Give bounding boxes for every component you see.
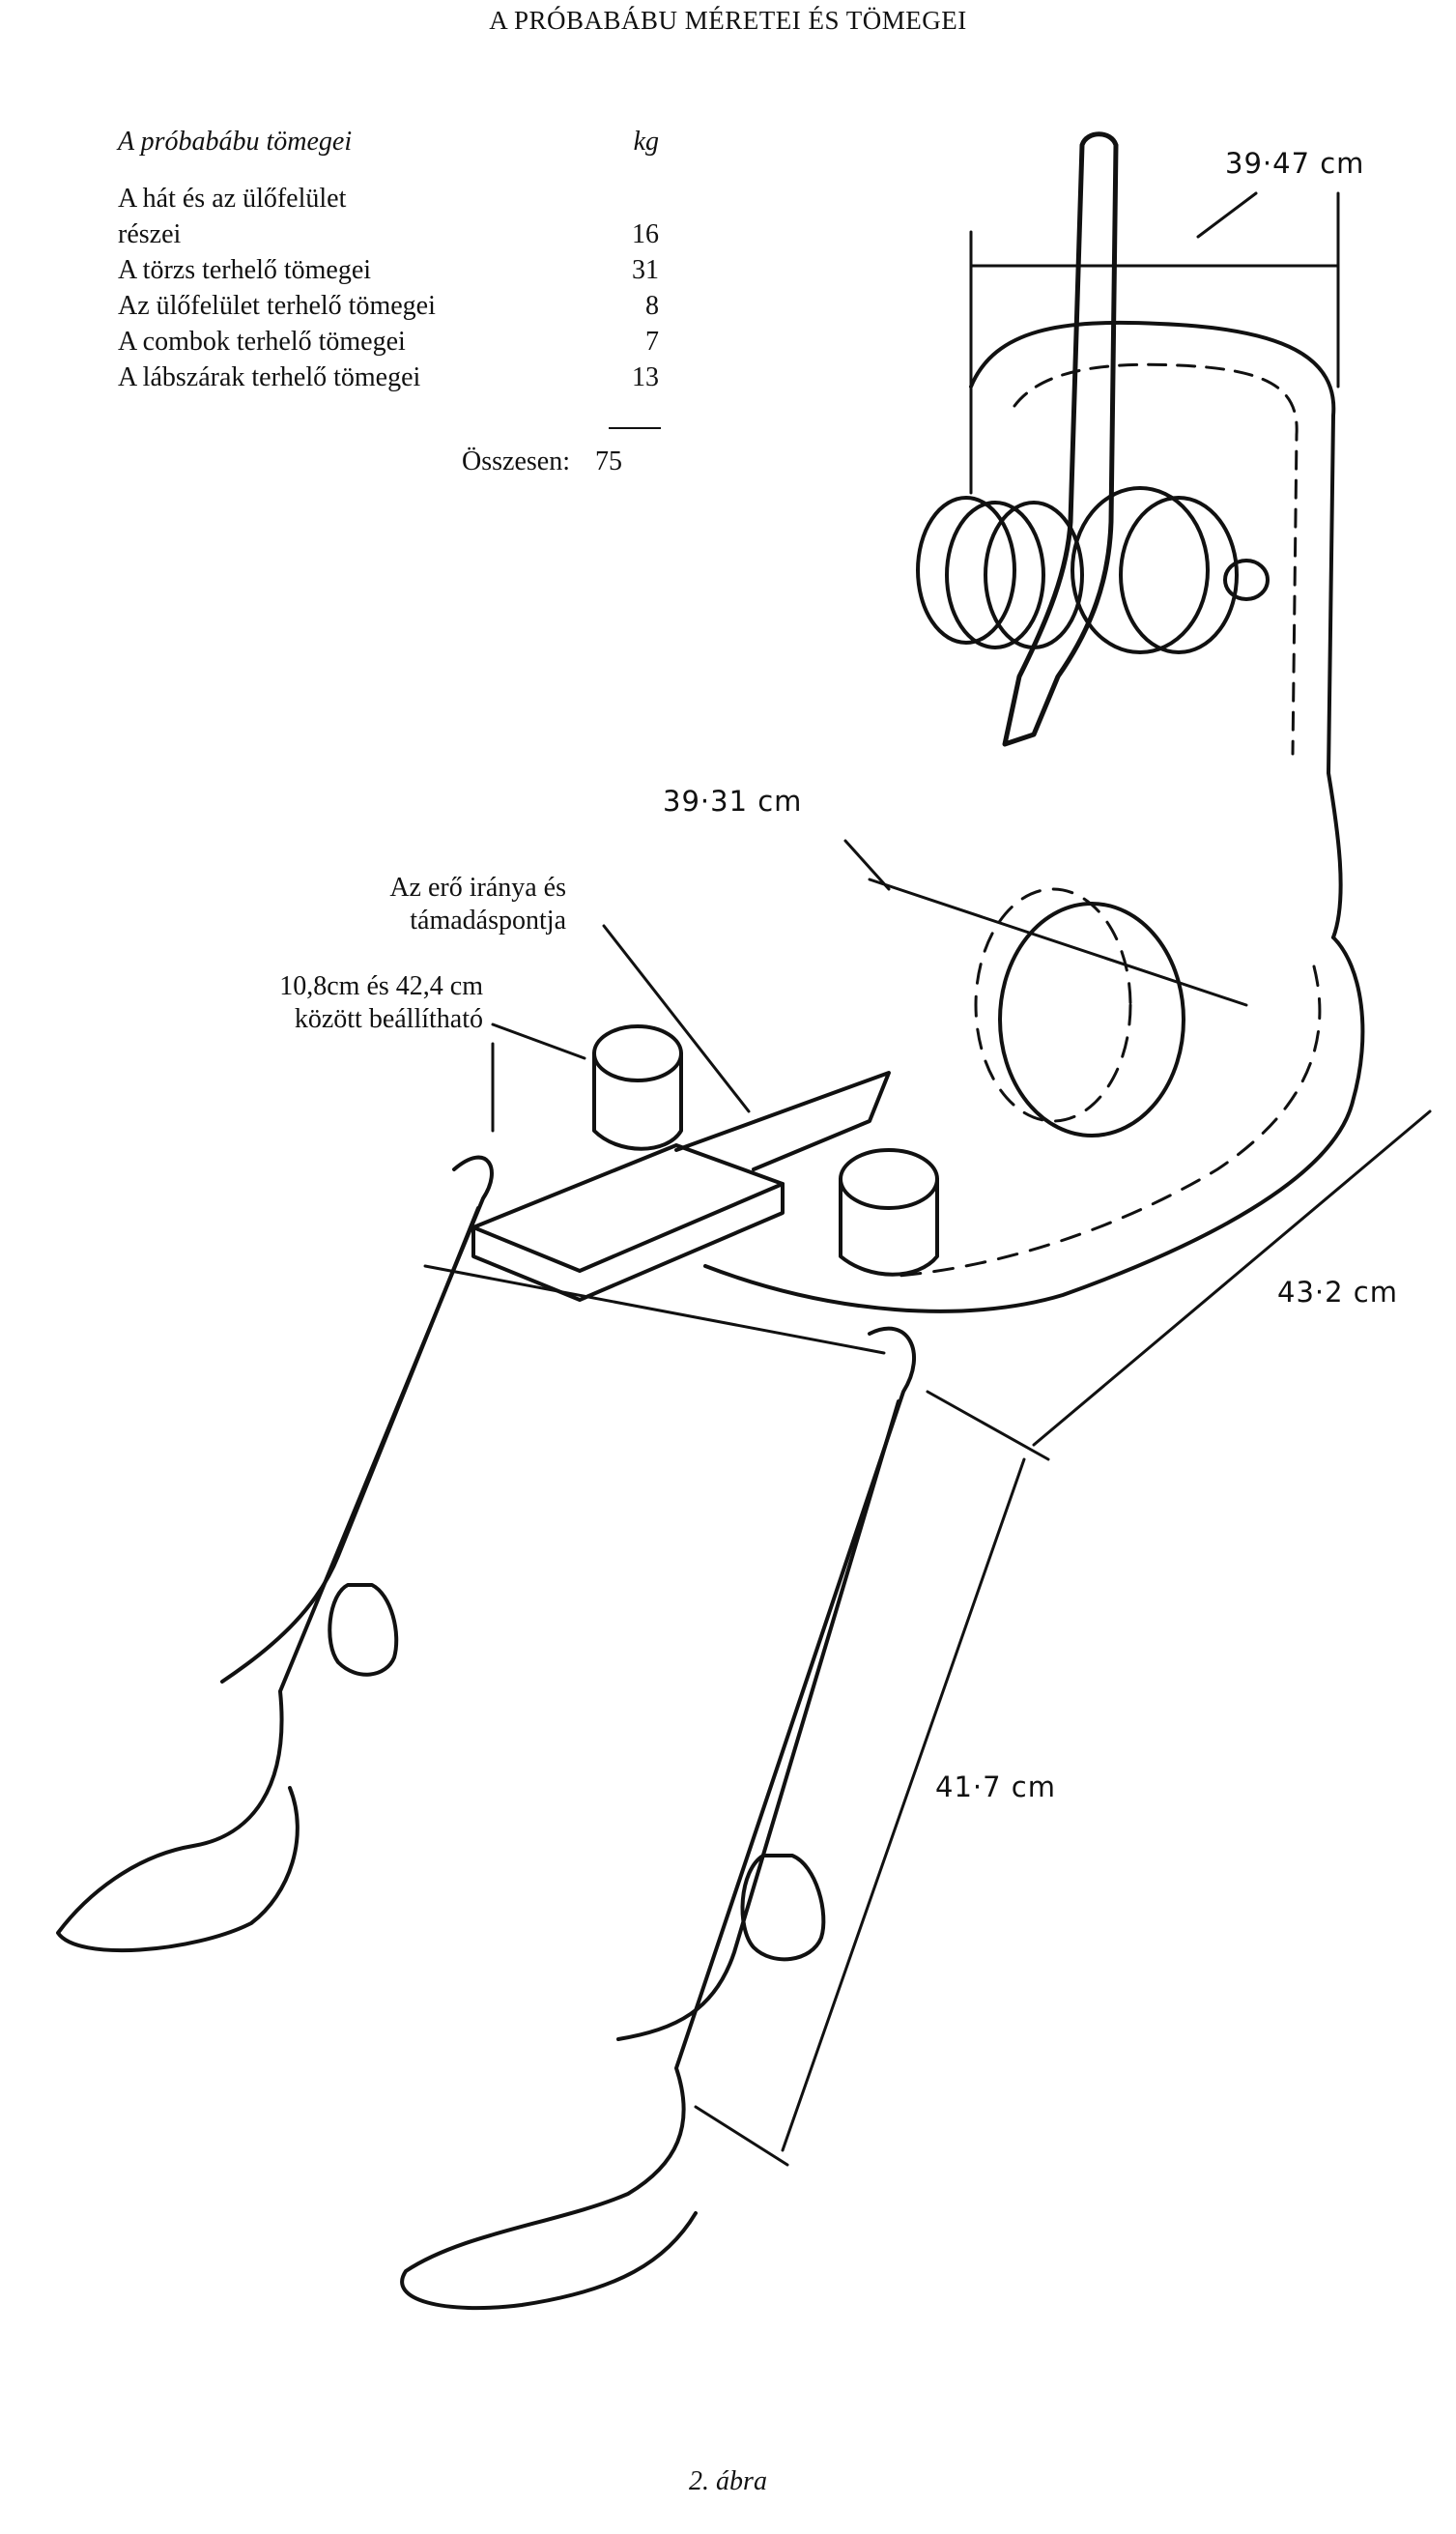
force-pointer [491,924,751,1133]
adjust-note-line2: között beállítható [294,1004,483,1034]
force-note: Az erő iránya és támadáspontja [348,872,566,937]
total-value: 75 [594,446,622,476]
dim-back-width: 39·47 cm [1225,147,1365,180]
row-label: A törzs terhelő tömegei [118,255,372,285]
leg-right [400,1326,916,2311]
backrest-inner [1013,362,1299,756]
dim-back-width-line [969,191,1340,495]
row-label: A hát és az ülőfelület [118,184,347,214]
dim-leg-line [694,1457,1026,2167]
table-row: A hát és az ülőfelület [118,181,659,216]
dim-hip-line [843,839,1248,1007]
row-label: A lábszárak terhelő tömegei [118,362,421,392]
chest-weights [916,486,1270,654]
table-row: Az ülőfelület terhelő tömegei 8 [118,288,659,324]
table-row: A törzs terhelő tömegei 31 [118,252,659,288]
mass-table: A próbabábu tömegei kg A hát és az ülőfe… [118,124,659,395]
total-label: Összesen: [462,446,570,476]
running-head: A PRÓBABÁBU MÉRETEI ÉS TÖMEGEI [489,6,967,35]
row-value: 8 [645,291,659,321]
thigh-weight-left [592,1024,683,1082]
row-value: 16 [632,219,659,249]
dim-leg-length: 41·7 cm [935,1771,1056,1803]
hang-weight-left [328,1583,399,1677]
table-header-unit: kg [633,127,659,157]
adjust-note: 10,8cm és 42,4 cm között beállítható [213,970,483,1036]
seat-pan [703,936,1365,1313]
row-label: A combok terhelő tömegei [118,327,406,357]
row-value: 31 [632,255,659,285]
backrest [969,320,1343,939]
table-row: részei 16 [118,216,659,252]
leg-left [56,1155,494,1953]
table-row: A combok terhelő tömegei 7 [118,324,659,360]
row-value: 7 [645,327,659,357]
row-value: 13 [632,362,659,392]
force-note-line1: Az erő iránya és [389,873,566,903]
figure-caption: 2. ábra [689,2466,767,2496]
hip-disc [998,902,1185,1137]
total-row: Összesen: 75 [462,446,622,477]
hang-weight-right [740,1854,826,1962]
thigh-weight-right [839,1148,939,1210]
table-header-label: A próbabábu tömegei [118,127,353,157]
dim-seat-depth-line [926,1109,1432,1461]
table-row: A lábszárak terhelő tömegei 13 [118,360,659,395]
adjust-note-line1: 10,8cm és 42,4 cm [279,971,483,1001]
force-scale [471,1143,785,1273]
row-label: Az ülőfelület terhelő tömegei [118,291,436,321]
row-label: részei [118,219,182,249]
dim-hip-width: 39·31 cm [663,785,803,818]
dim-seat-depth: 43·2 cm [1277,1276,1398,1309]
force-note-line2: támadáspontja [410,906,566,936]
table-header: A próbabábu tömegei kg [118,124,659,159]
force-arrow [674,1071,891,1171]
back-bar [1002,131,1119,747]
total-rule [609,427,661,429]
